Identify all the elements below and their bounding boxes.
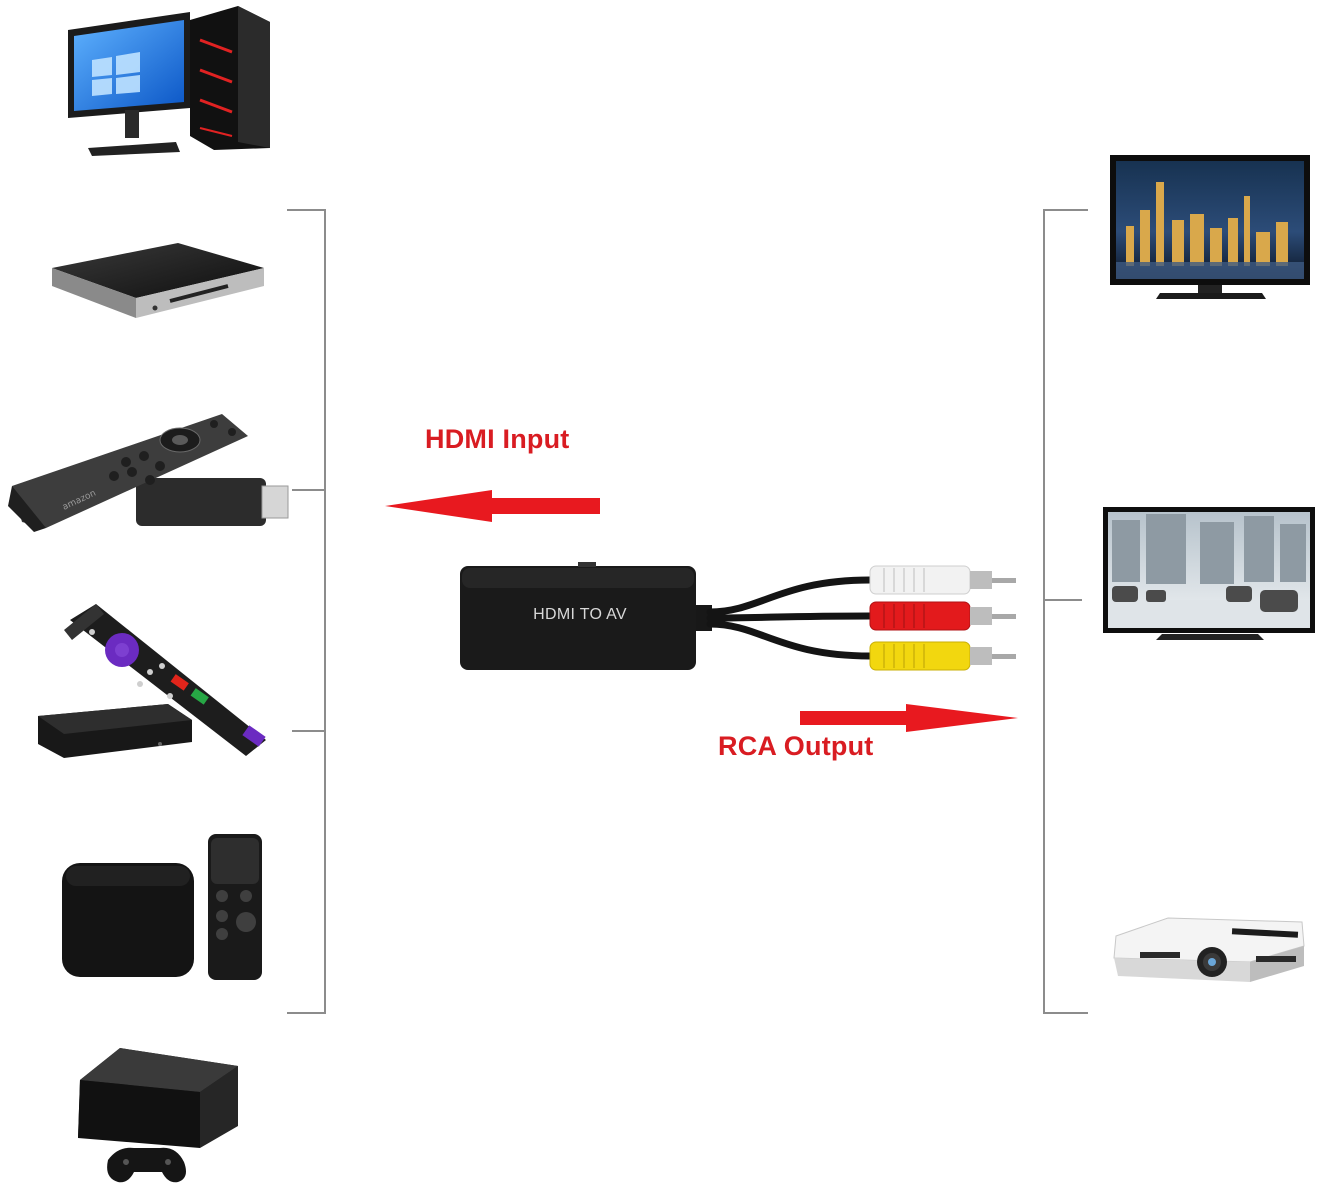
tv-city-night-icon (1110, 155, 1310, 299)
adapter-label: HDMI TO AV (533, 606, 627, 623)
rca-cables (706, 576, 874, 660)
hdmi-input-label: HDMI Input (425, 424, 570, 454)
dvd-player-icon (52, 243, 264, 318)
rca-plug-white (869, 565, 1016, 595)
desktop-computer-icon (68, 6, 270, 156)
fire-tv-stick-icon: amazon (8, 414, 289, 532)
tv-snowy-street-icon (1103, 507, 1315, 640)
projector-icon (1113, 917, 1305, 982)
hdmi-input-arrow (385, 490, 600, 522)
roku-player-icon (38, 604, 266, 758)
hdmi-to-av-adapter (460, 562, 712, 670)
rca-plug-yellow (869, 641, 1016, 671)
rca-output-label: RCA Output (718, 731, 874, 761)
input-bracket (287, 209, 326, 1014)
apple-tv-icon (62, 834, 262, 980)
rca-output-arrow (800, 704, 1018, 732)
ps3-console-icon (78, 1048, 238, 1183)
output-bracket (1043, 209, 1088, 1014)
rca-plug-red (869, 601, 1016, 631)
